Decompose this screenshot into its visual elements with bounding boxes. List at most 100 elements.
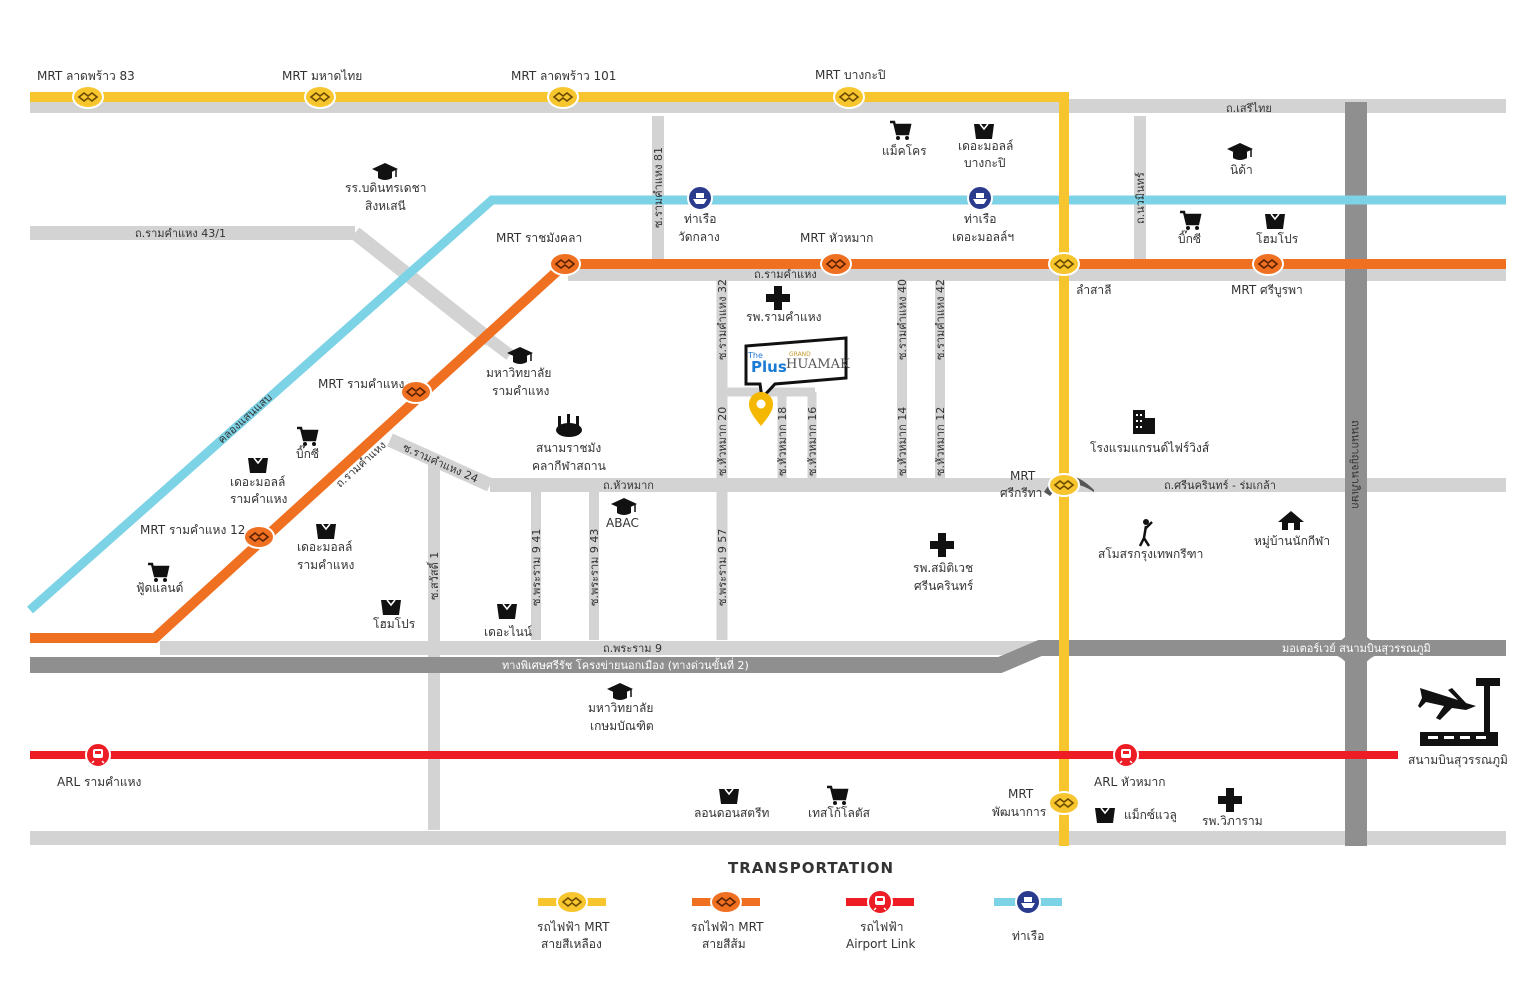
bodindecha-label-1: รร.บดินทรเดชา: [345, 181, 426, 195]
motorway-label: มอเตอร์เวย์ สนามบินสุวรรณภูมิ: [1282, 642, 1431, 655]
road-kanchanaphisek-label: ถนนกาญจนาภิเษก: [1349, 420, 1362, 509]
project-location-pin-icon[interactable]: [749, 392, 773, 426]
kasem-cap-icon: [606, 682, 634, 701]
station-lat101-icon[interactable]: [547, 85, 579, 109]
kasem-label-2: เกษมบัณฑิต: [590, 719, 654, 733]
station-huamak-icon[interactable]: [820, 252, 852, 276]
orange-line: [30, 259, 1506, 643]
station-lat83-icon[interactable]: [72, 85, 104, 109]
nida-cap-icon: [1226, 142, 1254, 161]
road-ramkhamhaeng-label: ถ.รามคำแหง: [754, 268, 817, 281]
road-serithai-label: ถ.เสรีไทย: [1226, 102, 1272, 115]
canal-label: คลองแสนแสบ: [215, 391, 274, 446]
project-callout[interactable]: The Plus GRAND HUAMAK: [744, 336, 850, 402]
pier-themall-icon[interactable]: [967, 185, 993, 211]
ram-hospital-label: รพ.รามคำแหง: [746, 310, 822, 324]
station-ramkhamhaeng12-label: MRT รามคำแหง 12: [140, 523, 245, 537]
station-rajamangala-icon[interactable]: [549, 252, 581, 276]
vibharam-label: รพ.วิภาราม: [1202, 814, 1263, 828]
themall-ram1-label-1: เดอะมอลล์: [230, 475, 285, 489]
hotel-building-icon: [1133, 410, 1155, 434]
samitivej-cross-icon: [930, 533, 954, 557]
road-srinakarin-label: ถ.ศรีนครินทร์ - ร่มเกล้า: [1164, 479, 1276, 492]
bodindecha-cap-icon: [371, 162, 399, 181]
road-huamak14-label: ซ.หัวหมาก 14: [896, 407, 909, 476]
pier-themall-label-1: ท่าเรือ: [964, 212, 996, 226]
legend-yellow: รถไฟฟ้า MRT สายสีเหลือง: [537, 890, 610, 951]
road-huamak20-label: ซ.หัวหมาก 20: [716, 407, 729, 476]
themall-ram2-bag-icon: [315, 523, 337, 540]
homepro-ram-label: โฮมโปร: [373, 617, 416, 631]
arl-ramkhamhaeng-icon[interactable]: [85, 742, 111, 768]
foodland-label: ฟู้ดแลนด์: [136, 581, 183, 596]
bigc-ram-cart-icon: [295, 426, 319, 448]
abac-cap-icon: [610, 497, 638, 516]
themall-bangkapi-bag-icon: [973, 123, 995, 140]
station-ramkhamhaeng-icon[interactable]: [400, 380, 432, 404]
abac-label: ABAC: [606, 516, 639, 530]
station-huamak-label: MRT หัวหมาก: [800, 231, 873, 245]
station-bangkapi-label: MRT บางกะปิ: [815, 68, 886, 82]
station-srikritha-label-1: MRT: [1010, 469, 1036, 483]
airport-icon: [1418, 678, 1500, 746]
arl-ramkhamhaeng-label: ARL รามคำแหง: [57, 775, 141, 789]
station-bangkapi-icon[interactable]: [833, 85, 865, 109]
grand-hotel-label: โรงแรมแกรนด์ไฟร์วิงส์: [1090, 441, 1210, 455]
station-phatthanakan-label-2: พัฒนาการ: [992, 805, 1047, 819]
project-brand: Plus: [751, 358, 787, 376]
legend-orange-label-2: สายสีส้ม: [702, 937, 746, 951]
london-street-bag-icon: [718, 788, 740, 805]
station-mahadthai-label: MRT มหาดไทย: [282, 69, 362, 83]
station-lat101-label: MRT ลาดพร้าว 101: [511, 69, 616, 83]
themall-bangkapi-label-2: บางกะปิ: [964, 156, 1006, 170]
bigc-nawamin-cart-icon: [1178, 210, 1202, 232]
pier-watklang-label-2: วัดกลาง: [678, 230, 720, 244]
expressways: [30, 102, 1506, 846]
themall-ram2-label-1: เดอะมอลล์: [297, 540, 352, 554]
legend-boat: ท่าเรือ: [994, 889, 1062, 943]
legend-orange-label-1: รถไฟฟ้า MRT: [691, 920, 764, 934]
vibharam-cross-icon: [1218, 788, 1242, 812]
lotus-label: เทสโก้โลตัส: [808, 806, 871, 820]
road-pra43-label: ซ.พระราม 9 43: [588, 529, 601, 606]
arl-huamak-label: ARL หัวหมาก: [1094, 775, 1166, 789]
station-ramkhamhaeng12-icon[interactable]: [243, 525, 275, 549]
project-brand-small: The: [747, 351, 763, 360]
homepro-ram-bag-icon: [380, 599, 402, 616]
station-phatthanakan-label-1: MRT: [1008, 787, 1034, 801]
stadium-label-1: สนามราชมัง: [536, 441, 601, 455]
legend-title: TRANSPORTATION: [728, 859, 894, 877]
legend-red: รถไฟฟ้า Airport Link: [846, 889, 916, 951]
nida-label: นิด้า: [1230, 163, 1253, 177]
bigc-ram-label: บิ๊กซี: [296, 445, 319, 461]
road-ram32-label: ซ.รามคำแหง 32: [716, 279, 729, 360]
pier-themall-label-2: เดอะมอลล์ฯ: [952, 230, 1014, 244]
ram-univ-label-1: มหาวิทยาลัย: [486, 366, 551, 380]
station-lamsali-label: ลำสาลี: [1076, 283, 1112, 297]
road-ram43-label: ถ.รามคำแหง 43/1: [135, 227, 226, 240]
road-pra57-label: ซ.พระราม 9 57: [716, 529, 729, 606]
pier-watklang-icon[interactable]: [687, 185, 713, 211]
makro-label: แม็คโคร: [882, 143, 927, 158]
mega-bag-icon: [1094, 807, 1116, 824]
road-huamak-label: ถ.หัวหมาก: [603, 479, 654, 492]
station-phatthanakan-icon[interactable]: [1048, 791, 1080, 815]
themall-ram1-label-2: รามคำแหง: [230, 492, 287, 506]
samitivej-label-2: ศรีนครินทร์: [914, 579, 974, 593]
station-mahadthai-icon[interactable]: [304, 85, 336, 109]
station-lamsali-icon[interactable]: [1048, 252, 1080, 276]
station-lat83-label: MRT ลาดพร้าว 83: [37, 69, 135, 83]
station-sriburapha-icon[interactable]: [1252, 252, 1284, 276]
arl-huamak-icon[interactable]: [1113, 742, 1139, 768]
makro-cart-icon: [888, 120, 912, 142]
pier-watklang-label-1: ท่าเรือ: [684, 212, 716, 226]
legend-yellow-label-1: รถไฟฟ้า MRT: [537, 920, 610, 934]
stadium-icon: [556, 414, 582, 437]
road-rama9-label: ถ.พระราม 9: [603, 642, 662, 655]
airport-label: สนามบินสุวรรณภูมิ: [1408, 753, 1508, 768]
legend-red-label-1: รถไฟฟ้า: [860, 920, 903, 934]
station-srikritha-icon[interactable]: [1048, 473, 1080, 497]
project-name: HUAMAK: [786, 357, 850, 372]
road-huamak18-label: ซ.หัวหมาก 18: [776, 407, 789, 476]
